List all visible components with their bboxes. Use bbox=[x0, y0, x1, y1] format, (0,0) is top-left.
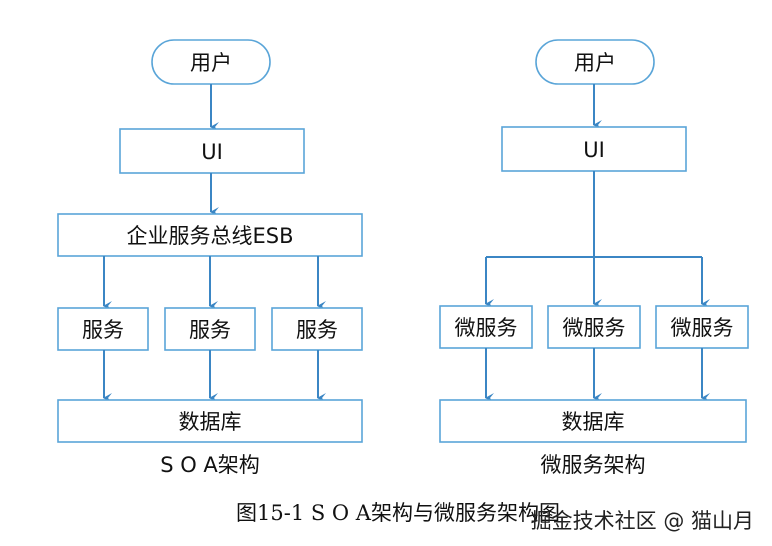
soa-database-node bbox=[57, 399, 363, 443]
ms-database-label: 数据库 bbox=[562, 410, 625, 434]
soa-service-label-2: 服务 bbox=[189, 318, 231, 342]
ms-service-label-1: 微服务 bbox=[455, 316, 518, 340]
ms-caption: 微服务架构 bbox=[541, 453, 646, 477]
soa-diagram: 用户 UI 企业服务总线ESB 服务 服务 服务 数据库 S O A架构 bbox=[57, 39, 363, 477]
soa-service-node-2 bbox=[164, 307, 256, 351]
soa-esb-label: 企业服务总线ESB bbox=[126, 224, 293, 248]
watermark: 掘金技术社区 @ 猫山月 bbox=[531, 509, 754, 533]
ms-service-label-2: 微服务 bbox=[563, 316, 626, 340]
soa-database-label: 数据库 bbox=[179, 410, 242, 434]
soa-service-node-3 bbox=[271, 307, 363, 351]
microservice-diagram: 用户 UI 微服务 微服务 微服务 数据库 微服务架构 bbox=[439, 39, 749, 477]
soa-service-label-1: 服务 bbox=[82, 318, 124, 342]
ms-service-node-3 bbox=[655, 305, 749, 349]
soa-service-label-3: 服务 bbox=[296, 318, 338, 342]
ms-ui-label: UI bbox=[583, 138, 605, 162]
soa-caption: S O A架构 bbox=[160, 453, 260, 477]
ms-service-node-2 bbox=[547, 305, 641, 349]
figure-caption: 图15-1 S O A架构与微服务架构图 bbox=[236, 501, 560, 525]
ms-user-label: 用户 bbox=[574, 51, 616, 75]
ms-database-node bbox=[439, 399, 747, 443]
soa-user-label: 用户 bbox=[190, 51, 232, 75]
soa-ui-node bbox=[119, 128, 305, 174]
soa-service-node-1 bbox=[57, 307, 149, 351]
soa-ui-label: UI bbox=[201, 140, 223, 164]
ms-service-label-3: 微服务 bbox=[671, 316, 734, 340]
